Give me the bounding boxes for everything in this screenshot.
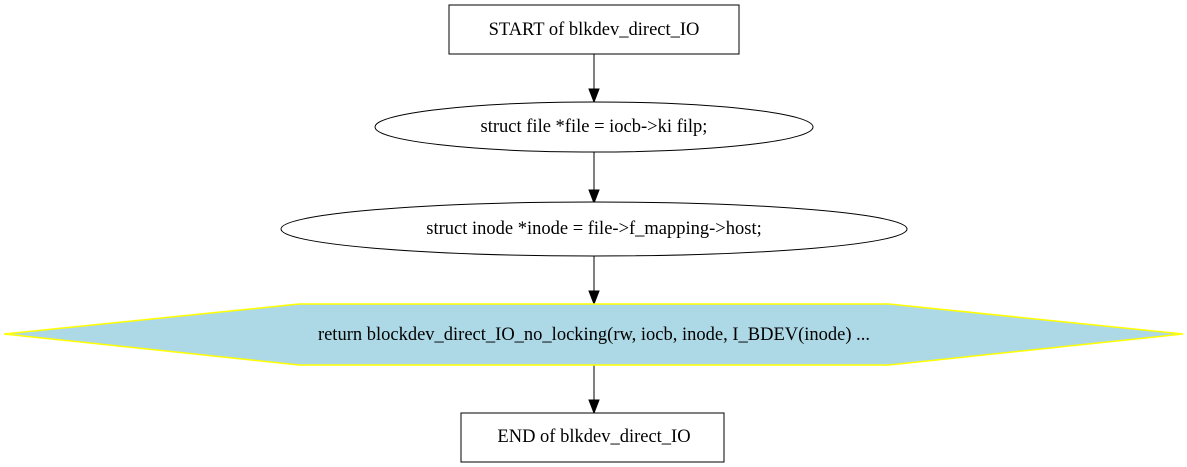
edge-inode-to-return: [588, 256, 600, 306]
edge-start-to-file: [588, 54, 600, 104]
edge-file-to-inode: [588, 152, 600, 205]
end-node: END of blkdev_direct_IO: [460, 412, 725, 463]
inode-assignment-node: struct inode *inode = file->f_mapping->h…: [280, 201, 908, 257]
return-node-label: return blockdev_direct_IO_no_locking(rw,…: [318, 325, 870, 345]
file-assignment-node: struct file *file = iocb->ki filp;: [374, 101, 814, 153]
file-assignment-label: struct file *file = iocb->ki filp;: [481, 117, 708, 137]
inode-assignment-label: struct inode *inode = file->f_mapping->h…: [426, 219, 761, 239]
end-node-label: END of blkdev_direct_IO: [497, 427, 690, 447]
start-node: START of blkdev_direct_IO: [448, 4, 740, 55]
edge-return-to-end: [588, 365, 600, 415]
return-node: return blockdev_direct_IO_no_locking(rw,…: [3, 303, 1184, 366]
start-node-label: START of blkdev_direct_IO: [489, 20, 700, 40]
